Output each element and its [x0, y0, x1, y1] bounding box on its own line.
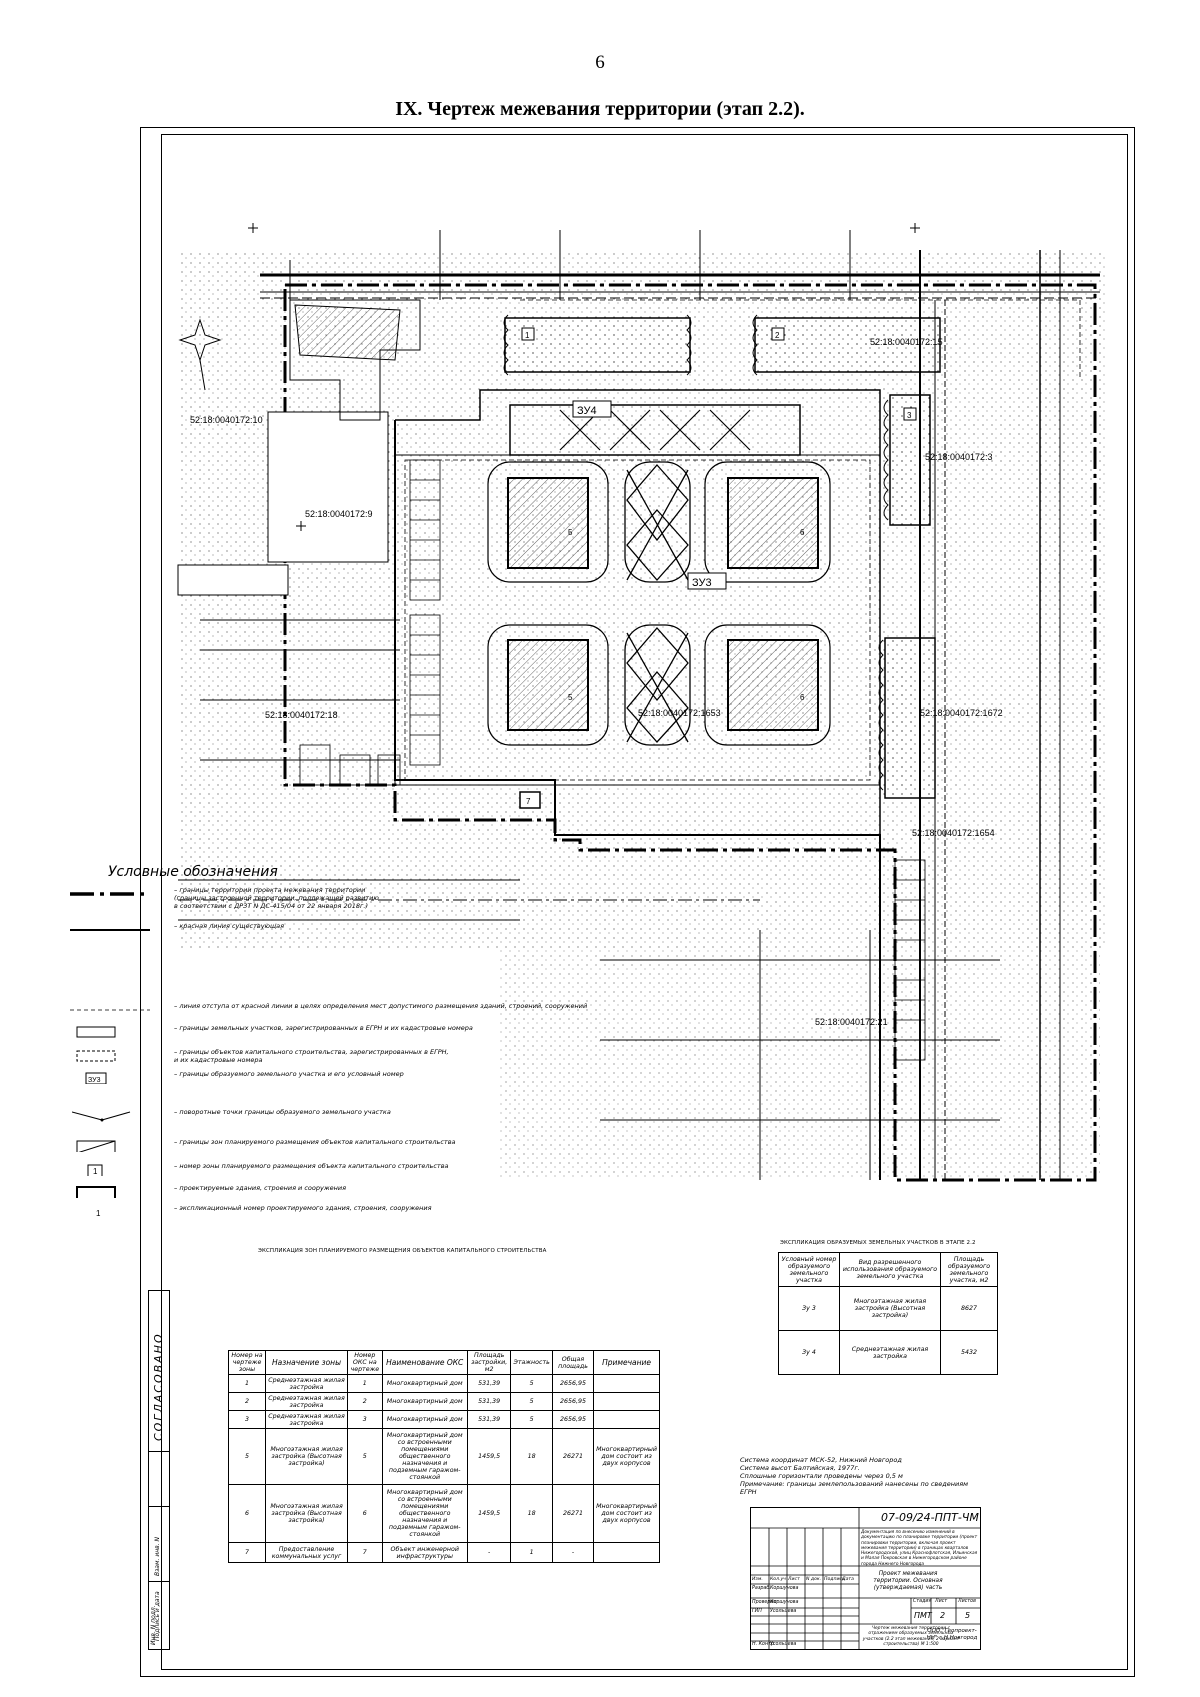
parcel-label: 52:18:0040172:10	[190, 415, 263, 425]
stamp-person-name: Усольцева	[770, 1642, 797, 1647]
building-number: 6	[800, 528, 805, 537]
legend-item: – границы объектов капитального строител…	[56, 1046, 756, 1066]
legend: Условные обозначения – границы территори…	[56, 864, 756, 1218]
zone-label: ЗУ4	[577, 405, 597, 417]
drawing-frame	[161, 134, 1128, 1670]
drawing-sheet	[140, 127, 1135, 1677]
stamp-person-name: Коршунова	[770, 1600, 799, 1605]
table-header-row: Условный номер образуемого земельного уч…	[778, 1252, 998, 1287]
parcel-label: 52:18:0040172:15	[870, 337, 943, 347]
building-number: 7	[526, 797, 531, 806]
table-header-row: Номер на чертеже зоны Назначение зоны Но…	[228, 1350, 660, 1375]
stamp-person-role: Н. Контр.	[752, 1642, 776, 1647]
sheet-value: 2	[940, 1611, 946, 1620]
sheet-title: Проект межевания территории. Основная (у…	[873, 1571, 943, 1591]
inv-label: Инв. N подл.	[150, 1605, 157, 1645]
stamp-person-role: Разраб.	[752, 1586, 771, 1591]
drawing-code: 07-09/24-ППТ-ЧМ	[881, 1511, 979, 1524]
parcel-label: 52:18:0040172:3	[925, 452, 993, 462]
replace-label: Взам. инв. N	[154, 1537, 161, 1576]
building-number: 5	[568, 528, 573, 537]
legend-item: – границы территории проекта межевания т…	[56, 884, 756, 910]
legend-item: – проектируемые здания, строения и соору…	[56, 1182, 756, 1202]
stamp-person-role: Проверил	[752, 1600, 777, 1605]
legend-item: – границы земельных участков, зарегистри…	[56, 1022, 756, 1042]
building-number: 1	[525, 331, 530, 340]
page-number: 6	[595, 52, 605, 73]
building-number: 3	[907, 411, 912, 420]
planned-zone-symbol	[76, 1140, 116, 1152]
svg-text:1: 1	[93, 1167, 98, 1176]
zone-number-symbol: 1	[87, 1164, 103, 1176]
parcel-label: 52:18:0040172:1672	[920, 708, 1003, 718]
setback-line-symbol	[70, 1009, 150, 1011]
legend-item: – красная линия существующая	[56, 920, 756, 940]
approval-strip: СОГЛАСОВАНО Взам. инв. N Подпись и дата	[148, 1290, 170, 1650]
zu-symbol: ЗУ3	[85, 1072, 107, 1084]
building-number: 5	[568, 693, 573, 702]
registered-parcel-symbol	[76, 1026, 116, 1038]
svg-text:1: 1	[96, 1209, 101, 1218]
red-line-symbol	[70, 929, 150, 931]
stage-value: ПМТ	[914, 1611, 932, 1620]
parcel-label: 52:18:0040172:1654	[912, 828, 995, 838]
oks-table-caption: Экспликация зон планируемого размещения …	[258, 1248, 547, 1254]
building-number-symbol: 1	[96, 1209, 101, 1218]
building-number: 6	[800, 693, 805, 702]
title-block: 07-09/24-ППТ-ЧМ Документация по внесению…	[750, 1507, 981, 1650]
projected-building-symbol	[76, 1186, 116, 1198]
legend-item: 1 – номер зоны планируемого размещения о…	[56, 1160, 756, 1180]
coordinate-notes: Система координат МСК-52, Нижний Новгоро…	[740, 1456, 969, 1496]
stamp-person-name: Коршунова	[770, 1586, 799, 1591]
organization: ООО "Геопроект-НН" г.Н.Новгород	[926, 1628, 978, 1641]
legend-item: 1 – экспликационный номер проектируемого…	[56, 1202, 756, 1222]
legend-item: – поворотные точки границы образуемого з…	[56, 1106, 756, 1126]
project-description: Документация по внесению изменений в док…	[861, 1530, 978, 1567]
stage-label: Стадия	[913, 1599, 932, 1604]
parcel-label: 52:18:0040172:9	[305, 509, 373, 519]
legend-item: – границы зон планируемого размещения об…	[56, 1136, 756, 1156]
sheets-value: 5	[965, 1611, 971, 1620]
parcel-label: 52:18:0040172:1653	[638, 708, 721, 718]
legend-item: – линия отступа от красной линии в целях…	[56, 1000, 756, 1020]
parcel-label: 52:18:0040172:18	[265, 710, 338, 720]
building-number: 2	[775, 331, 780, 340]
registered-oks-symbol	[76, 1050, 116, 1062]
svg-text:ЗУ3: ЗУ3	[88, 1077, 101, 1084]
boundary-line-symbol	[70, 892, 150, 896]
legend-heading: Условные обозначения	[108, 864, 278, 880]
title-block-grid	[751, 1508, 980, 1649]
zu-table-caption: Экспликация образуемых земельных участко…	[780, 1240, 976, 1246]
agreed-label: СОГЛАСОВАНО	[152, 1332, 165, 1441]
stamp-roles: Изм. Кол.уч Лист N док. Подпись Дата	[752, 1577, 854, 1582]
sheet-label: Лист	[935, 1599, 948, 1604]
parcel-label: 52:18:0040172:21	[815, 1017, 888, 1027]
stamp-person-role: ГИП	[752, 1609, 762, 1614]
page-title: IX. Чертеж межевания территории (этап 2.…	[395, 98, 805, 120]
zone-label: ЗУ3	[692, 577, 712, 589]
drawing-title-text: Чертеж межевания территории с отражением…	[862, 1626, 960, 1648]
stamp-person-name: Усольцева	[770, 1609, 797, 1614]
legend-item: ЗУ3 – границы образуемого земельного уча…	[56, 1068, 756, 1088]
oks-table: Номер на чертеже зоны Назначение зоны Но…	[228, 1350, 660, 1563]
sheets-label: Листов	[958, 1599, 976, 1604]
zu-table: Условный номер образуемого земельного уч…	[778, 1252, 998, 1375]
turning-point-symbol	[72, 1111, 131, 1122]
